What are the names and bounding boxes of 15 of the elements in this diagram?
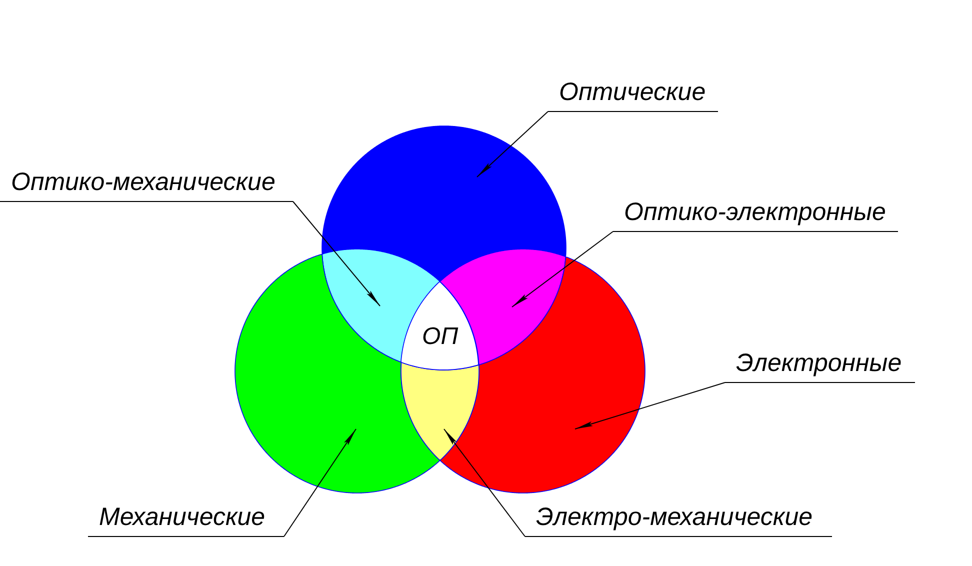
leader-line — [284, 428, 356, 537]
leader-label: Оптические — [548, 75, 718, 112]
leader-line — [476, 111, 548, 178]
leader-line — [512, 231, 614, 308]
leader-line — [444, 428, 526, 537]
leader-label: Механические — [88, 500, 284, 537]
leader-line — [292, 201, 380, 306]
circle-region — [322, 126, 566, 282]
leader-label: Оптико-электронные — [613, 195, 898, 232]
region-label: ОП — [421, 325, 460, 350]
overlap-region — [400, 362, 480, 460]
leader-line — [574, 382, 726, 430]
leader-label: Оптико-механические — [0, 165, 293, 202]
leader-label: Электро-механические — [525, 500, 832, 537]
leader-label: Электронные — [725, 346, 915, 383]
